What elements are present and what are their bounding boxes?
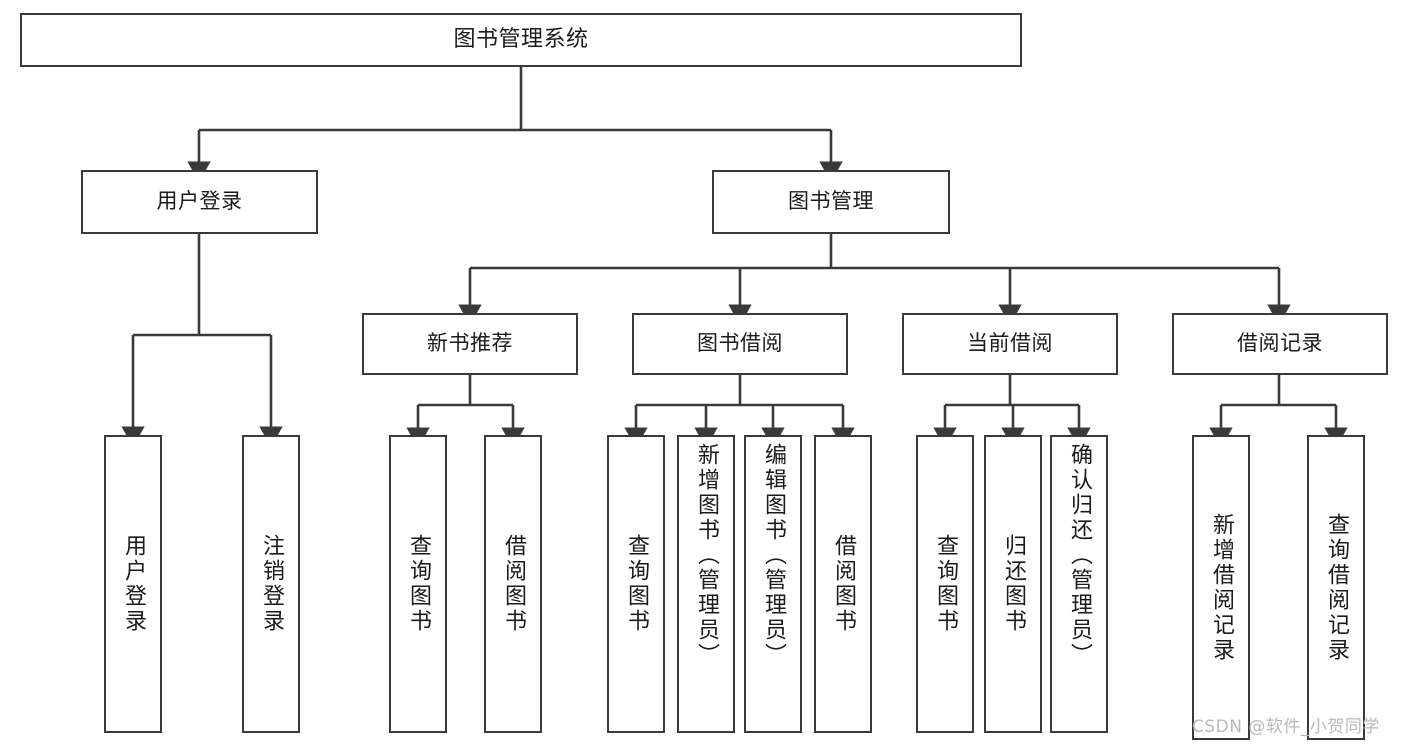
node-label: 归还图书 [1001,534,1026,634]
node-label: 新增借阅记录 [1209,512,1234,663]
node-leaf-borrow-book[interactable]: 借阅图书 [814,435,872,733]
node-book-management-system[interactable]: 图书管理系统 [20,13,1022,67]
node-leaf-query-book-borrow[interactable]: 查询图书 [607,435,665,733]
node-label: 查询图书 [624,534,649,634]
node-label: 用户登录 [121,534,146,634]
node-label: 注销登录 [259,534,284,634]
node-leaf-add-borrow-record[interactable]: 新增借阅记录 [1192,435,1250,740]
node-leaf-return-book[interactable]: 归还图书 [984,435,1042,733]
watermark: CSDN @软件_小贺同学 [1192,717,1380,737]
node-book-management[interactable]: 图书管理 [712,170,950,234]
node-label: 当前借阅 [967,331,1053,356]
node-label: 用户登录 [156,189,243,214]
node-label: 新书推荐 [427,331,513,356]
node-leaf-query-borrow-record[interactable]: 查询借阅记录 [1307,435,1365,740]
node-label: 借阅图书 [501,534,526,634]
node-leaf-edit-book-admin[interactable]: 编辑图书（管理员） [744,435,802,733]
node-label: 编辑图书（管理员） [761,443,786,668]
node-label: 借阅图书 [831,534,856,634]
node-leaf-borrow-book-newbook[interactable]: 借阅图书 [484,435,542,733]
node-label: 图书借阅 [697,331,783,356]
node-leaf-confirm-return-admin[interactable]: 确认归还（管理员） [1050,435,1108,733]
node-label: 新增图书（管理员） [694,443,719,668]
node-leaf-query-book-newbook[interactable]: 查询图书 [389,435,447,733]
node-leaf-logout[interactable]: 注销登录 [242,435,300,733]
node-label: 查询借阅记录 [1324,512,1349,663]
node-new-book-recommend[interactable]: 新书推荐 [362,313,578,375]
node-book-borrow[interactable]: 图书借阅 [632,313,848,375]
node-leaf-query-book-current[interactable]: 查询图书 [916,435,974,733]
node-label: 查询图书 [406,534,431,634]
node-label: 借阅记录 [1237,331,1323,356]
node-label: 查询图书 [933,534,958,634]
node-label: 图书管理系统 [453,26,589,52]
node-leaf-add-book-admin[interactable]: 新增图书（管理员） [677,435,735,733]
node-leaf-user-login[interactable]: 用户登录 [104,435,162,733]
node-borrow-record[interactable]: 借阅记录 [1172,313,1388,375]
node-user-login[interactable]: 用户登录 [81,170,318,234]
node-label: 图书管理 [788,189,874,214]
node-label: 确认归还（管理员） [1067,443,1092,668]
node-current-borrow[interactable]: 当前借阅 [902,313,1118,375]
